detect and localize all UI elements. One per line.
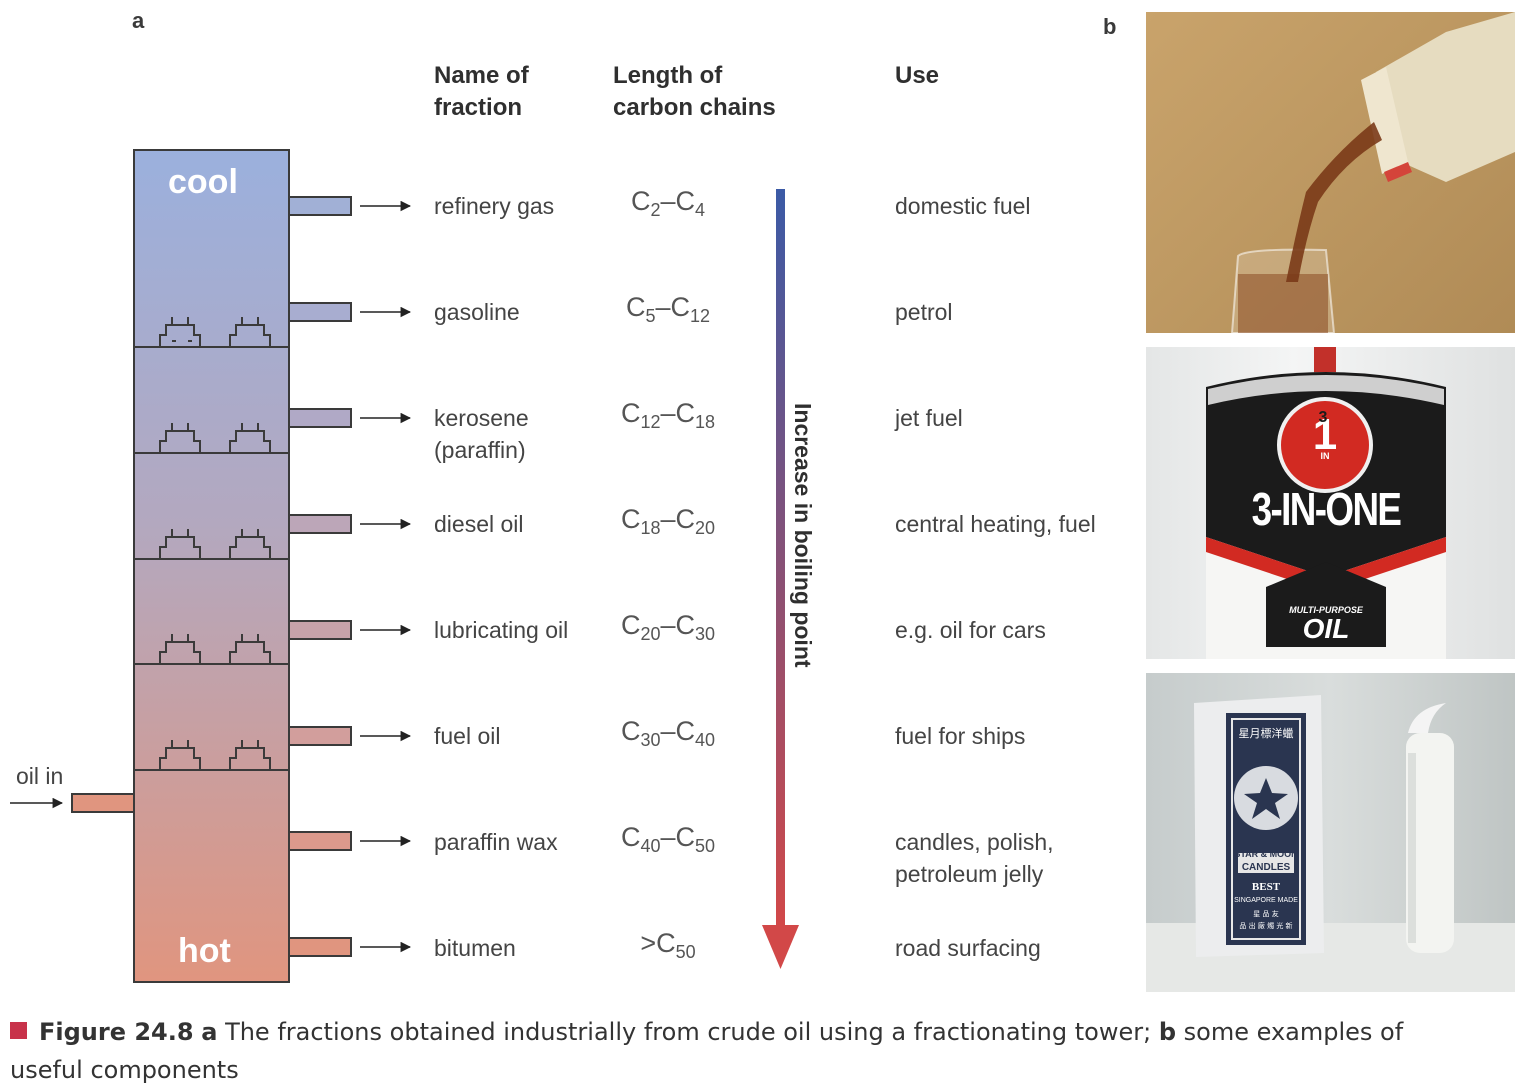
panel-b-label: b: [1103, 14, 1117, 39]
boiling-point-label: Increase in boiling point: [790, 403, 816, 668]
oil-inlet-pipe: [71, 793, 135, 813]
can-multi-purpose: MULTI-PURPOSE: [1289, 605, 1363, 615]
carbon-chain-length: C30–C40: [620, 716, 716, 750]
outlet-pipe: [288, 514, 352, 534]
outlet-pipe: [288, 726, 352, 746]
candle-box-line4: SINGAPORE MADE: [1234, 897, 1298, 904]
can-badge-small: IN: [1320, 451, 1330, 461]
fraction-name: lubricating oil: [434, 617, 569, 643]
carbon-chain-length: C12–C18: [620, 398, 716, 432]
figure-caption: Figure 24.8 a The fractions obtained ind…: [10, 1018, 1404, 1084]
carbon-chain-length: C18–C20: [620, 504, 716, 538]
oil-in-label: oil in: [16, 763, 64, 789]
fraction-name: paraffin wax: [434, 829, 558, 855]
photo-pouring-oil: [1146, 12, 1515, 333]
photo-star-moon-candles: 星月標洋蠟 STAR & MOON CANDLES BEST SINGAPORE…: [1146, 673, 1515, 992]
outlet-pipe: [288, 408, 352, 428]
fraction-use: e.g. oil for cars: [895, 617, 1046, 643]
arrow-head: [762, 925, 799, 969]
candle-box-line3: BEST: [1251, 881, 1281, 893]
photo-3-in-one-oil-can: 1 3 IN 3-IN-ONE MULTI-PURPOSE OIL: [1146, 347, 1515, 659]
fraction-name: kerosene(paraffin): [434, 405, 529, 463]
tower-body: [133, 149, 290, 983]
outlet-pipe: [288, 937, 352, 957]
fraction-use: fuel for ships: [895, 723, 1026, 749]
outlet-pipes: [288, 196, 352, 957]
fraction-use: petrol: [895, 299, 953, 325]
can-badge-top: 3: [1318, 409, 1328, 426]
tower-cool-label: cool: [168, 163, 238, 201]
fraction-use: candles, polish,petroleum jelly: [895, 829, 1054, 887]
carbon-chain-length: C5–C12: [625, 292, 711, 326]
tower-hot-label: hot: [178, 932, 231, 970]
fractionating-tower-diagram: [10, 149, 412, 983]
outlet-pipe: [288, 196, 352, 216]
fraction-name: bitumen: [434, 935, 516, 961]
carbon-chain-length: C40–C50: [620, 822, 716, 856]
fraction-name: gasoline: [434, 299, 520, 325]
fraction-name: fuel oil: [434, 723, 501, 749]
bubble-cap-trays: [134, 317, 289, 771]
fraction-use: road surfacing: [895, 935, 1041, 961]
panel-a-label: a: [132, 8, 145, 33]
outlet-arrows: [360, 200, 412, 953]
fraction-use: jet fuel: [895, 405, 963, 431]
fraction-name: refinery gas: [434, 193, 555, 219]
header-use: Use: [895, 62, 940, 89]
caption-marker: [10, 1022, 27, 1039]
carbon-chain-length: C20–C30: [620, 610, 716, 644]
carbon-chain-length: >C50: [640, 928, 696, 962]
candle-box-line2: CANDLES: [1241, 862, 1291, 873]
candle-box-line1: STAR & MOON: [1234, 849, 1298, 859]
can-brand: 3-IN-ONE: [1251, 483, 1402, 535]
outlet-pipe: [288, 831, 352, 851]
boiling-point-arrow: [762, 189, 799, 969]
candle-box-chinese-top: 星月標洋蠟: [1238, 727, 1294, 740]
fraction-use: domestic fuel: [895, 193, 1031, 219]
candle-box-chinese-bottom2: 品 出 廠 燭 光 新: [1239, 922, 1293, 930]
carbon-chain-length: C2–C4: [630, 186, 706, 220]
fraction-name: diesel oil: [434, 511, 524, 537]
can-oil-label: OIL: [1302, 613, 1350, 644]
outlet-pipe: [288, 302, 352, 322]
fraction-use: central heating, fuel: [895, 511, 1096, 537]
can-badge-number: 1: [1312, 410, 1338, 459]
candle-box-chinese-bottom1: 星 品 友: [1253, 910, 1279, 918]
outlet-pipe: [288, 620, 352, 640]
